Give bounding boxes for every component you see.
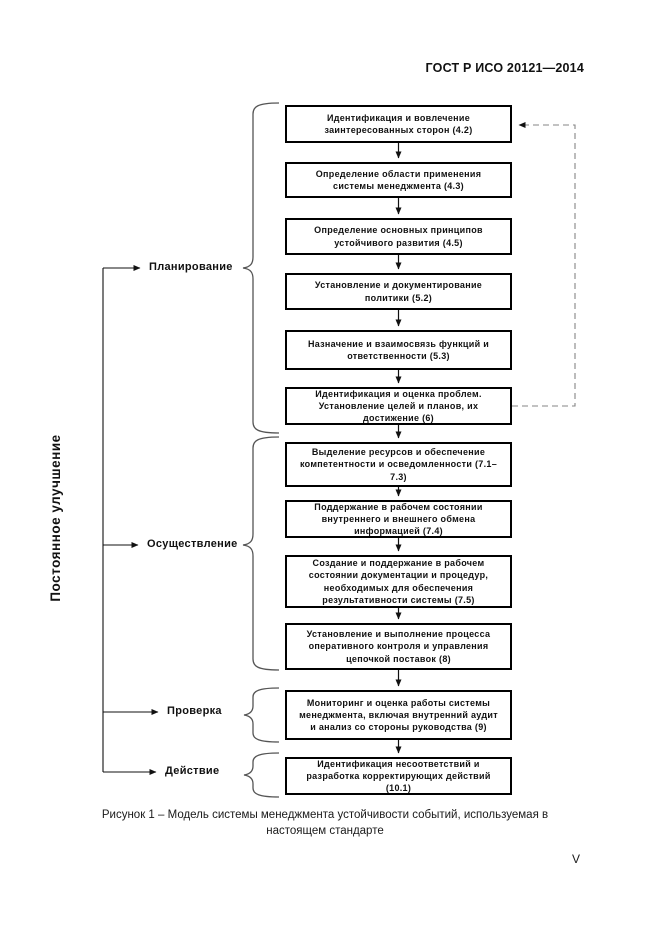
flow-box-4-5: Определение основных принципов устойчиво… xyxy=(285,218,512,255)
page-number: V xyxy=(572,852,581,866)
phase-spine xyxy=(102,265,159,775)
flow-box-7-5: Создание и поддержание в рабочем состоян… xyxy=(285,555,512,608)
flow-box-5-2: Установление и документирование политики… xyxy=(285,273,512,310)
group-braces xyxy=(242,102,280,798)
continuous-improvement-label: Постоянное улучшение xyxy=(48,434,63,602)
flow-box-4-2: Идентификация и вовлечение заинтересован… xyxy=(285,105,512,143)
flow-box-9: Мониторинг и оценка работы системы менед… xyxy=(285,690,512,740)
phase-label-planning: Планирование xyxy=(149,261,233,273)
phase-label-check: Проверка xyxy=(167,705,222,717)
flow-box-5-3: Назначение и взаимосвязь функций и ответ… xyxy=(285,330,512,370)
feedback-dashed-arrow xyxy=(512,122,576,407)
brace-check xyxy=(243,687,280,743)
flow-box-10-1: Идентификация несоответствий и разработк… xyxy=(285,757,512,795)
flow-box-7-4: Поддержание в рабочем состоянии внутренн… xyxy=(285,500,512,538)
flow-box-4-3: Определение области применения системы м… xyxy=(285,162,512,198)
brace-act xyxy=(243,752,280,798)
phase-label-act: Действие xyxy=(165,765,220,777)
flow-box-8: Установление и выполнение процесса опера… xyxy=(285,623,512,670)
flow-box-6: Идентификация и оценка проблем. Установл… xyxy=(285,387,512,425)
phase-label-implementation: Осуществление xyxy=(147,538,238,550)
flow-box-7-1-7-3: Выделение ресурсов и обеспечение компете… xyxy=(285,442,512,487)
document-header: ГОСТ Р ИСО 20121—2014 xyxy=(425,61,584,75)
figure-caption: Рисунок 1 – Модель системы менеджмента у… xyxy=(101,809,549,837)
brace-implementation xyxy=(242,436,280,671)
brace-planning xyxy=(242,102,280,434)
